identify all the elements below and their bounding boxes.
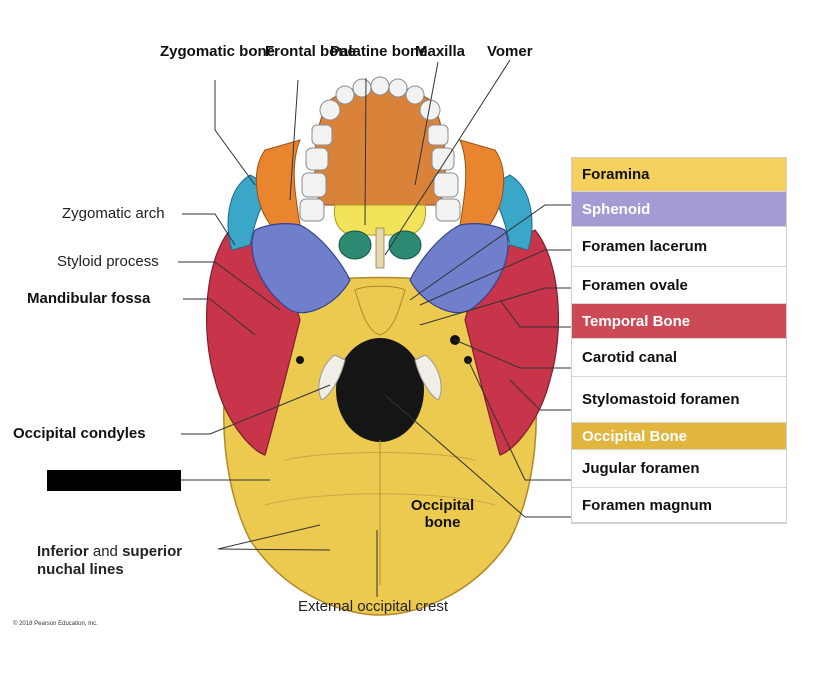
label-zygomatic-bone: Zygomatic bone: [160, 43, 276, 60]
legend-row-carotid-canal: Carotid canal: [572, 339, 786, 377]
legend-row-occipital-bone: Occipital Bone: [572, 423, 786, 450]
legend-row-label: Jugular foramen: [582, 460, 700, 477]
occipital-condyle-right: [414, 354, 442, 401]
frontal-right: [459, 139, 505, 231]
label-vomer: Vomer: [487, 43, 533, 60]
choana-left: [338, 230, 372, 260]
label-styloid-process: Styloid process: [57, 253, 159, 270]
legend-row-jugular-foramen: Jugular foramen: [572, 450, 786, 488]
label-frontal-bone: Frontal bone: [265, 43, 356, 60]
legend-row-label: Foramen lacerum: [582, 238, 708, 255]
legend-row-temporal-bone: Temporal Bone: [572, 304, 786, 339]
vomer: [375, 227, 385, 269]
label-zygomatic-arch: Zygomatic arch: [62, 205, 165, 222]
label-external-occipital-crest: External occipital crest: [298, 598, 449, 615]
legend-row-label: Foramen ovale: [582, 276, 688, 294]
legend-row-label: Temporal Bone: [582, 312, 691, 330]
legend-row-foramen-ovale: Foramen ovale: [572, 267, 786, 304]
sphenoid-left: [251, 223, 351, 314]
legend-row-stylomastoid-foramen: Stylomastoid foramen: [572, 377, 786, 423]
legend-row-foramina: Foramina: [572, 158, 786, 192]
legend-row-label: Sphenoid: [582, 200, 651, 218]
legend-row-label: Foramen magnum: [582, 496, 713, 514]
occipital-condyle-left: [318, 354, 346, 401]
choana-right: [388, 230, 422, 260]
label-maxilla: Maxilla: [415, 43, 466, 60]
copyright-notice: © 2018 Pearson Education, Inc.: [13, 621, 98, 627]
legend-row-label: Occipital Bone: [582, 427, 688, 445]
legend-row-sphenoid: Sphenoid: [572, 192, 786, 227]
legend-row-foramen-magnum: Foramen magnum: [572, 488, 786, 523]
foramen-magnum: [336, 338, 424, 442]
legend-row-label: Carotid canal: [582, 349, 678, 366]
label-occipital-bone: Occipital bone: [410, 497, 475, 531]
leader-lines: [178, 59, 572, 597]
basilar-part: [354, 285, 406, 336]
label-nuchal-lines: Inferior and superior nuchal lines: [37, 543, 183, 578]
sphenoid-right: [409, 223, 509, 314]
redacted-label-box: [47, 470, 181, 491]
stylomastoid-foramen: [296, 356, 304, 364]
legend-row-label: Foramina: [582, 166, 650, 183]
legend-row-label: Stylomastoid foramen: [582, 391, 740, 408]
label-occipital-condyles: Occipital condyles: [13, 425, 146, 442]
legend-row-foramen-lacerum: Foramen lacerum: [572, 227, 786, 267]
teeth: [299, 76, 461, 222]
label-mandibular-fossa: Mandibular fossa: [27, 290, 151, 307]
label-palatine-bone: Palatine bone: [330, 43, 428, 60]
